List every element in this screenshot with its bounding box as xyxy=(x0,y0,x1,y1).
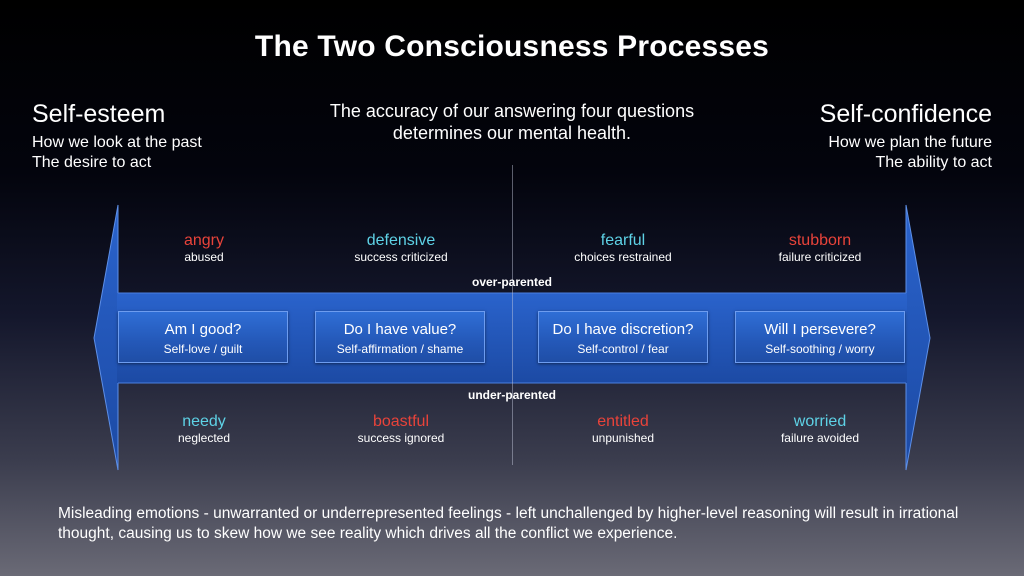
emotion-defensive: defensive success criticized xyxy=(311,231,491,265)
question-sub: Self-control / fear xyxy=(577,342,669,356)
emotion-word: worried xyxy=(793,413,847,430)
self-esteem-line-2: The desire to act xyxy=(32,154,152,171)
emotion-cause: failure criticized xyxy=(778,250,862,264)
emotion-cause: unpunished xyxy=(591,431,655,445)
question-text: Do I have discretion? xyxy=(552,321,694,338)
emotion-cause: success criticized xyxy=(354,250,448,264)
emotion-word: needy xyxy=(182,413,226,430)
emotion-word: boastful xyxy=(372,413,430,430)
self-confidence-line-2: The ability to act xyxy=(875,154,993,171)
self-esteem-line-1: How we look at the past xyxy=(32,134,202,151)
emotion-cause: failure avoided xyxy=(780,431,860,445)
emotion-word: defensive xyxy=(366,232,436,249)
emotion-cause: success ignored xyxy=(357,431,445,445)
question-sub: Self-affirmation / shame xyxy=(336,342,464,356)
question-box-good: Am I good? Self-love / guilt xyxy=(118,311,288,363)
question-text: Do I have value? xyxy=(343,321,457,338)
emotion-entitled: entitled unpunished xyxy=(533,412,713,446)
question-sub: Self-soothing / worry xyxy=(765,342,875,356)
center-divider-line xyxy=(512,165,513,465)
page-title: The Two Consciousness Processes xyxy=(254,30,770,63)
self-confidence-title: Self-confidence xyxy=(819,100,992,128)
emotion-word: angry xyxy=(183,232,225,249)
emotion-word: stubborn xyxy=(788,232,852,249)
emotion-needy: needy neglected xyxy=(114,412,294,446)
emotion-cause: neglected xyxy=(177,431,231,445)
emotion-fearful: fearful choices restrained xyxy=(533,231,713,265)
emotion-word: entitled xyxy=(597,413,649,430)
question-sub: Self-love / guilt xyxy=(163,342,243,356)
question-box-discretion: Do I have discretion? Self-control / fea… xyxy=(538,311,708,363)
question-text: Will I persevere? xyxy=(764,321,876,338)
over-parented-label: over-parented xyxy=(471,275,553,289)
bottom-note: Misleading emotions - unwarranted or und… xyxy=(58,505,959,542)
self-confidence-line-1: How we plan the future xyxy=(828,134,992,151)
emotion-boastful: boastful success ignored xyxy=(311,412,491,446)
center-note: The accuracy of our answering four quest… xyxy=(329,101,695,143)
emotion-angry: angry abused xyxy=(114,231,294,265)
question-box-value: Do I have value? Self-affirmation / sham… xyxy=(315,311,485,363)
emotion-cause: abused xyxy=(184,250,224,264)
question-text: Am I good? xyxy=(164,321,242,338)
emotion-cause: choices restrained xyxy=(574,250,672,264)
under-parented-label: under-parented xyxy=(467,388,556,402)
self-esteem-title: Self-esteem xyxy=(32,100,166,128)
emotion-word: fearful xyxy=(600,232,646,249)
question-box-persevere: Will I persevere? Self-soothing / worry xyxy=(735,311,905,363)
emotion-stubborn: stubborn failure criticized xyxy=(730,231,910,265)
emotion-worried: worried failure avoided xyxy=(730,412,910,446)
